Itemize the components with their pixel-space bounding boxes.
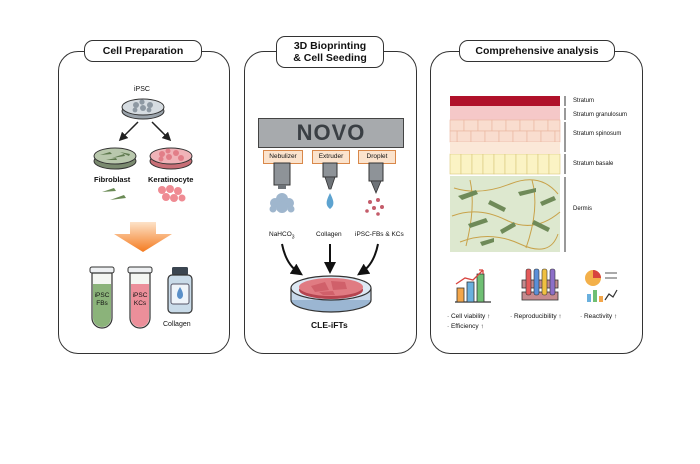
bar-chart-icon [455,269,491,303]
collagen-extruder-label: Collagen [316,231,342,238]
layer-brackets [564,96,566,252]
cle-ift-dish-icon [290,275,372,313]
fibroblast-dish-icon [93,147,137,170]
ipsc-label: iPSC [134,86,150,93]
analysis-title: Comprehensive analysis [459,40,615,62]
ipsc-kcs-tube-label: iPSC KCs [132,292,148,307]
novo-label: NOVO [296,120,366,145]
cell-preparation-title: Cell Preparation [84,40,202,62]
head-nebulizer: Nebulizer [263,150,303,164]
cle-ifts-label: CLE-iFTs [311,320,348,330]
novo-printer-head: NOVO [258,118,404,148]
layer-spinosum-label: Stratum spinosum [573,131,622,137]
head-droplet: Droplet [358,150,396,164]
bioprinting-title: 3D Bioprinting & Cell Seeding [276,36,384,68]
metric-reproducibility: · Reproducibility ↑ [510,313,562,320]
pie-report-icon [585,270,618,302]
nahco3-text: NaHCO [269,231,292,238]
test-tube-rack-icon [521,268,559,301]
ipsc-fbs-tube-icon [89,266,115,329]
ipsc-fbs-tube-label: iPSC FBs [94,292,110,307]
collagen-label: Collagen [163,321,191,328]
layer-basale-label: Stratum basale [573,161,614,167]
keratinocyte-dish-icon [149,147,193,170]
keratinocyte-label: Keratinocyte [148,175,194,184]
metric-cell-viability: · Cell viability ↑ [447,313,491,320]
layer-granulosum-label: Stratum granulosum [573,112,628,118]
nahco3-label: NaHCO3 [269,231,295,240]
ipsc-kcs-tube-icon [127,266,153,329]
fibroblast-label: Fibroblast [94,175,131,184]
orange-down-arrow [114,222,172,252]
skin-layers-illustration [449,96,561,252]
nozzles-icon [269,162,384,216]
fibroblast-cells-icon [102,188,126,200]
head-extruder: Extruder [312,150,350,164]
branch-arrows [118,121,172,142]
nahco3-subscript: 3 [291,234,295,241]
layer-dermis-label: Dermis [573,206,592,212]
collagen-bottle-icon [167,267,193,314]
metric-efficiency: · Efficiency ↑ [447,323,484,330]
layer-stratum-label: Stratum [573,98,595,104]
metric-reactivity: · Reactivity ↑ [580,313,618,320]
converging-arrows [281,243,379,276]
keratinocyte-cells-icon [158,185,186,202]
ipsc-dish-icon [121,98,165,120]
cells-droplet-label: iPSC-FBs & KCs [355,231,404,238]
